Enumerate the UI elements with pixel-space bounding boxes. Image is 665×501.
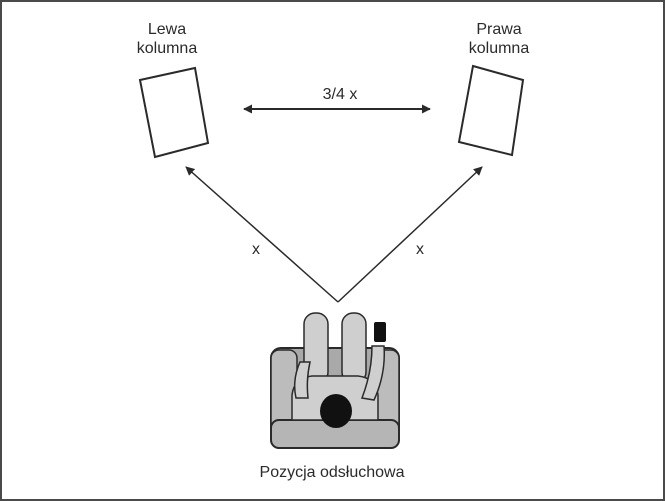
left-speaker-label-line2: kolumna	[136, 40, 198, 57]
left-speaker-label: Lewa kolumna	[112, 20, 222, 58]
right-speaker-label: Prawa kolumna	[444, 20, 554, 58]
right-speaker-label-line2: kolumna	[468, 40, 530, 57]
right-distance-label: x	[416, 241, 424, 258]
left-speaker	[138, 66, 210, 159]
head-icon	[320, 394, 352, 428]
right-speaker-label-line1: Prawa	[476, 21, 522, 38]
right-distance-arrow	[337, 166, 483, 303]
left-distance-label: x	[252, 241, 260, 258]
left-distance-arrow	[185, 166, 339, 303]
remote-control-icon	[374, 322, 386, 342]
left-speaker-label-line1: Lewa	[147, 21, 187, 38]
right-speaker	[457, 64, 525, 157]
listening-position-label: Pozycja odsłuchowa	[259, 464, 405, 481]
speaker-distance-label: 3/4 x	[322, 86, 358, 103]
listener-person	[291, 312, 386, 428]
